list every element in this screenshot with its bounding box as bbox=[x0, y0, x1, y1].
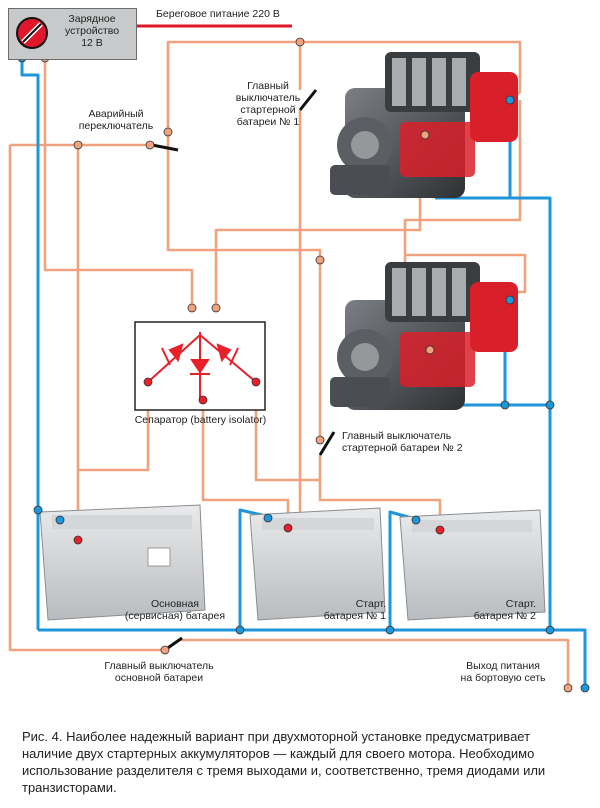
positive-wires bbox=[8, 40, 570, 688]
engine-1 bbox=[330, 52, 518, 198]
house-battery-label: Основная (сервисная) батарея bbox=[124, 598, 226, 622]
shore-power-label: Береговое питание 220 В bbox=[156, 8, 280, 20]
charger-label: Зарядное устройство 12 В bbox=[64, 13, 120, 49]
emergency-switch-lever bbox=[151, 143, 179, 152]
starter2-switch-label: Главный выключатель стартерной батареи №… bbox=[342, 430, 463, 454]
power-output-label: Выход питания на бортовую сеть bbox=[460, 660, 546, 684]
starter-battery-1 bbox=[249, 507, 386, 621]
emergency-switch-label: Аварийный переключатель bbox=[78, 108, 154, 132]
starter-battery-1-label: Старт. батарея № 1 bbox=[323, 598, 386, 622]
engine-2 bbox=[330, 262, 518, 410]
starter1-switch-lever bbox=[298, 89, 318, 111]
starter1-switch-label: Главный выключатель стартерной батареи №… bbox=[235, 80, 301, 128]
separator-label: Сепаратор (battery isolator) bbox=[134, 414, 267, 426]
separator-box bbox=[134, 321, 266, 411]
house-switch-label: Главный выключатель основной батареи bbox=[104, 660, 214, 684]
switch-icons bbox=[151, 89, 336, 654]
charger-box: Зарядное устройство 12 В bbox=[8, 8, 137, 60]
starter-battery-2-label: Старт. батарея № 2 bbox=[473, 598, 536, 622]
figure-caption: Рис. 4. Наиболее надежный вариант при дв… bbox=[22, 729, 546, 795]
diode-icons bbox=[147, 332, 257, 400]
charger-icon bbox=[16, 17, 48, 49]
starter2-switch-lever bbox=[318, 431, 336, 456]
house-battery bbox=[39, 504, 206, 621]
wiring-diagram bbox=[8, 24, 590, 693]
